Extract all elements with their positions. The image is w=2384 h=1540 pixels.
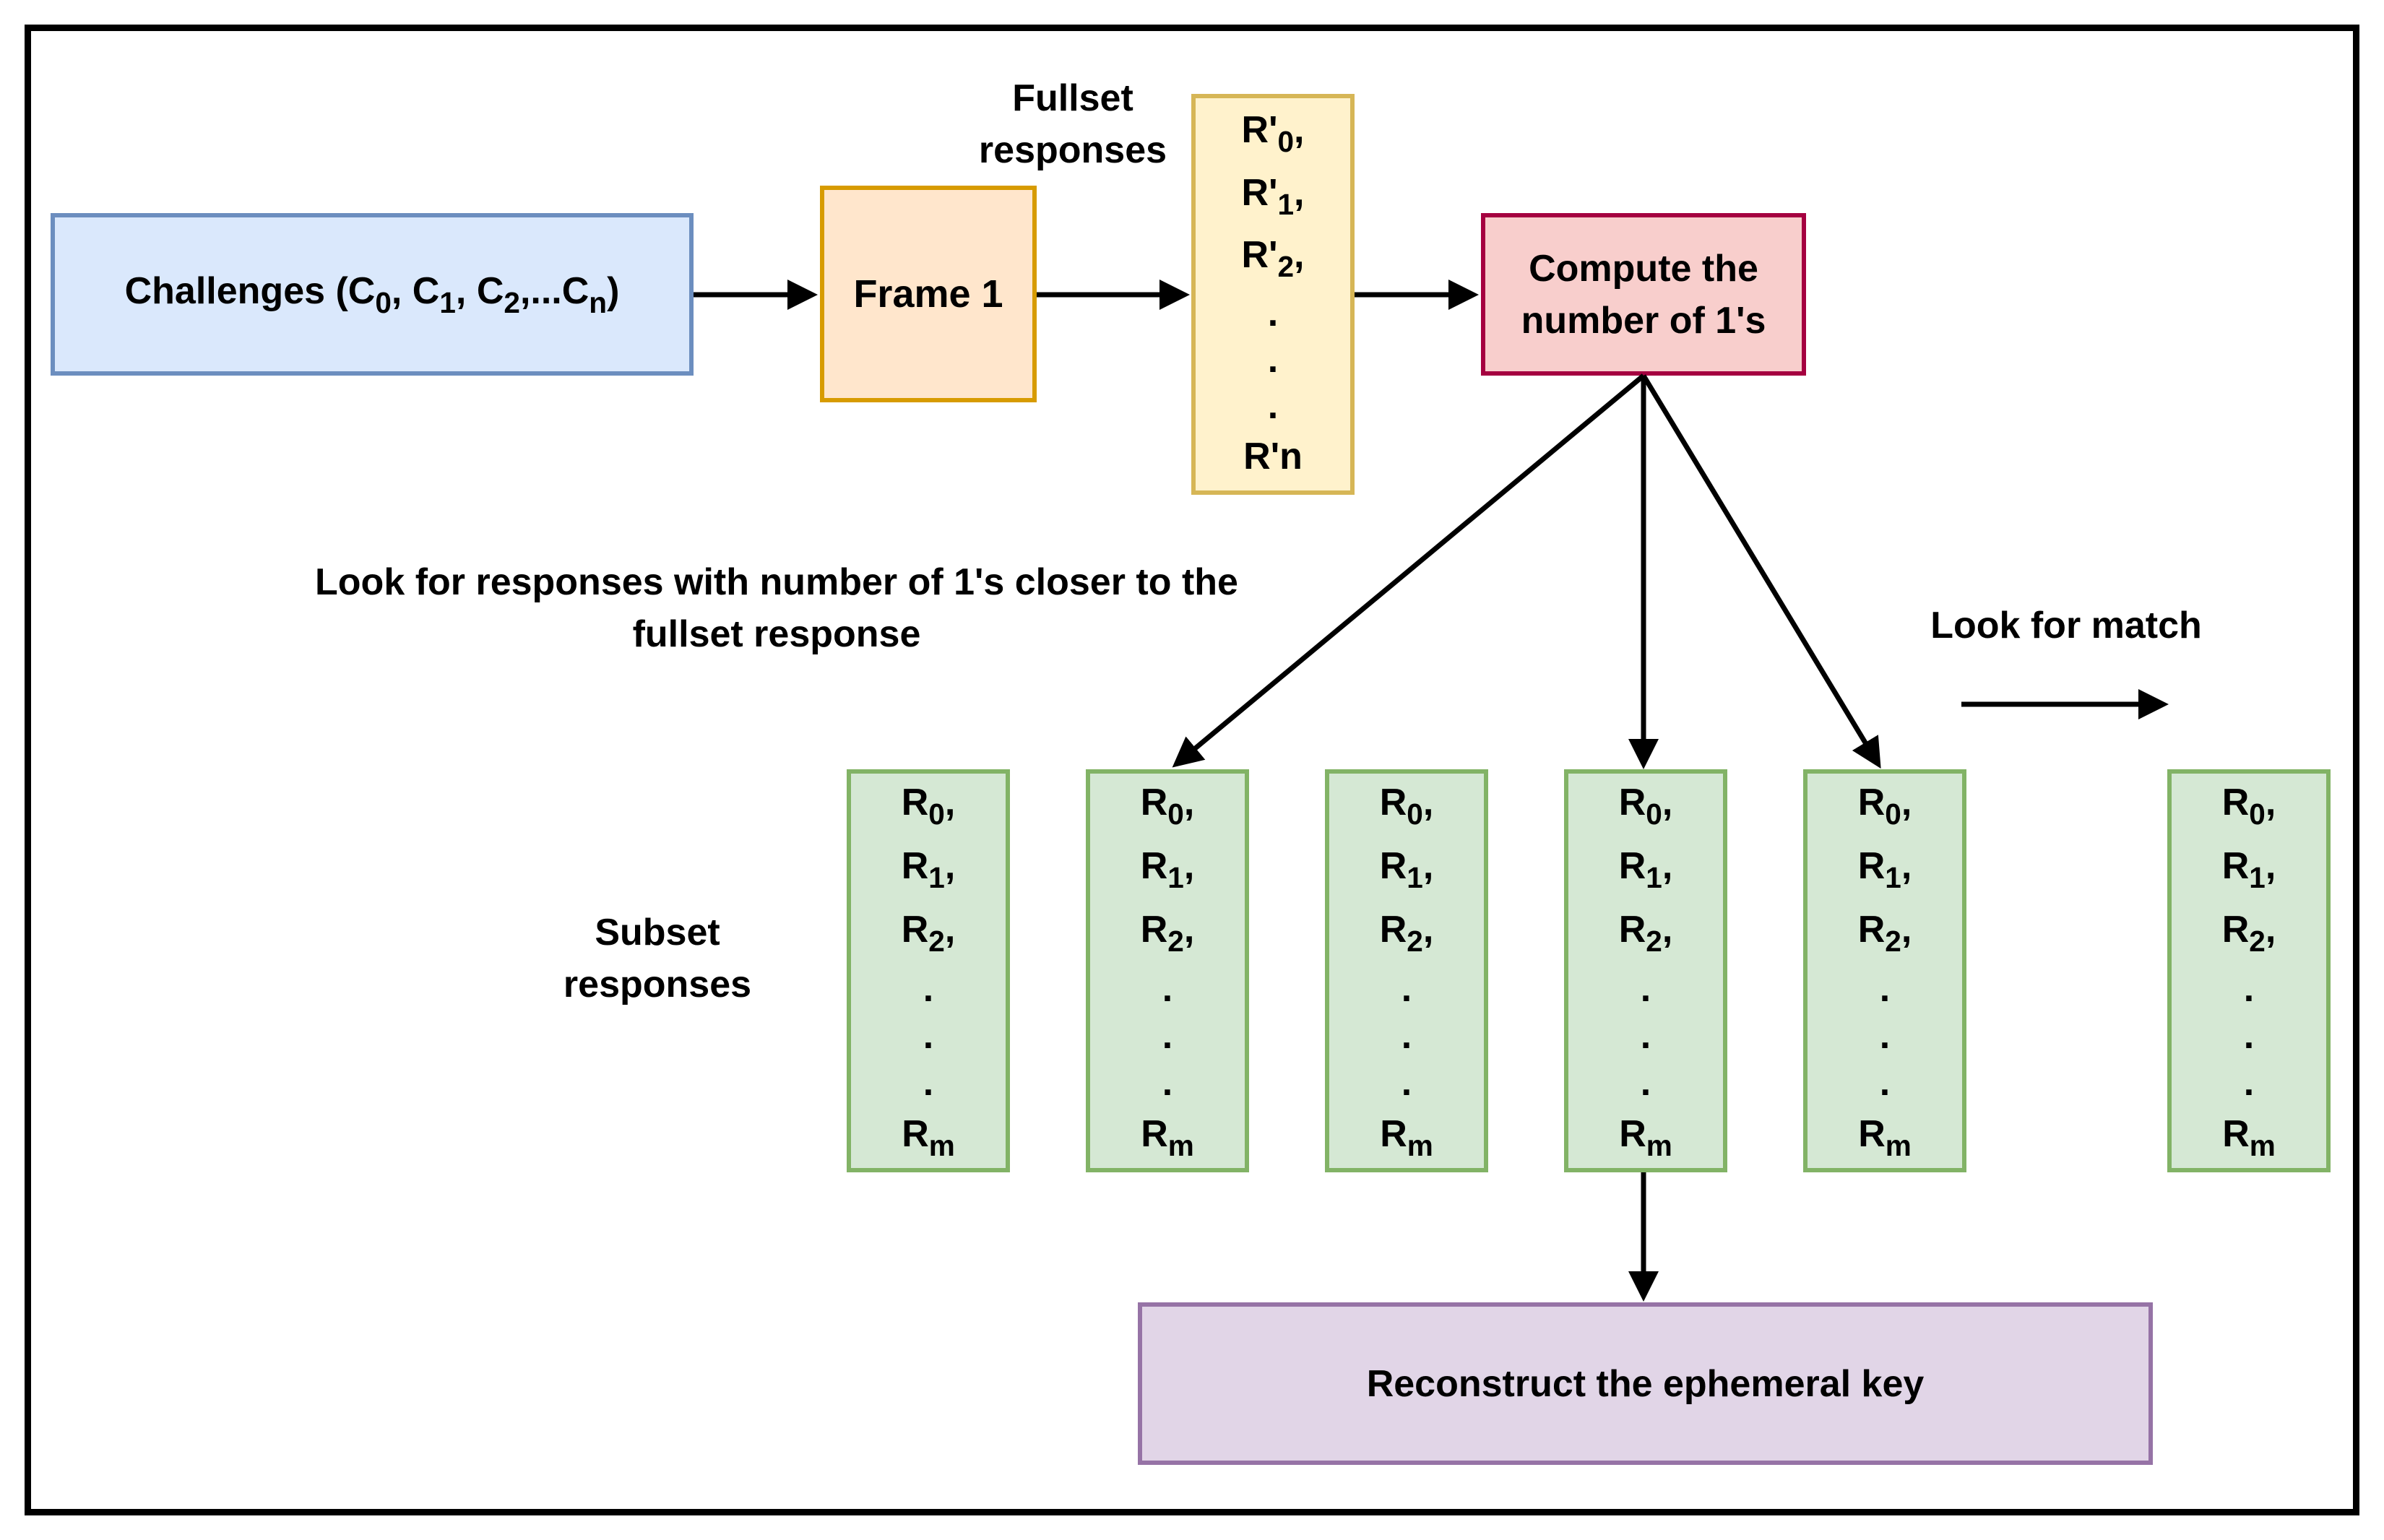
response-entry: Rm xyxy=(1858,1113,1912,1163)
subset-column-matched: R0, R1, R2,... Rm xyxy=(2167,769,2331,1172)
ellipsis-dot: . xyxy=(1267,339,1279,381)
response-entry: R'0, xyxy=(1241,109,1305,158)
subset-column-3: R0, R1, R2,... Rm xyxy=(1325,769,1488,1172)
response-entry: R'n xyxy=(1243,436,1303,478)
ellipsis-dot: . xyxy=(2243,1014,2255,1057)
challenges-text: Challenges (C0, C1, C2,...Cn) xyxy=(124,269,620,319)
response-entry: R1, xyxy=(901,844,956,894)
subset-column-5: R0, R1, R2,... Rm xyxy=(1803,769,1966,1172)
response-entry: R0, xyxy=(1140,782,1195,831)
response-entry: Rm xyxy=(2222,1113,2276,1163)
ellipsis-dot: . xyxy=(1162,1062,1173,1104)
response-entry: R'1, xyxy=(1241,171,1305,221)
response-entry: R2, xyxy=(1140,908,1195,958)
ellipsis-dot: . xyxy=(2243,1062,2255,1104)
response-entry: R2, xyxy=(1857,908,1912,958)
response-entry: R0, xyxy=(1857,782,1912,831)
subset-column-1: R0, R1, R2,... Rm xyxy=(847,769,1010,1172)
subset-column-4: R0, R1, R2,... Rm xyxy=(1564,769,1727,1172)
ellipsis-dot: . xyxy=(1401,1062,1412,1104)
response-entry: R0, xyxy=(1618,782,1673,831)
response-entry: R1, xyxy=(1379,844,1434,894)
ellipsis-dot: . xyxy=(1162,1014,1173,1057)
ellipsis-dot: . xyxy=(1267,293,1279,335)
ellipsis-dot: . xyxy=(923,1062,934,1104)
ellipsis-dot: . xyxy=(1879,1062,1891,1104)
response-entry: R1, xyxy=(1618,844,1673,894)
challenges-box: Challenges (C0, C1, C2,...Cn) xyxy=(51,213,694,376)
ellipsis-dot: . xyxy=(923,1014,934,1057)
response-entry: Rm xyxy=(1619,1113,1672,1163)
fullset-responses-column: R'0, R'1, R'2,... R'n xyxy=(1191,94,1355,495)
response-entry: Rm xyxy=(902,1113,955,1163)
response-entry: Rm xyxy=(1380,1113,1433,1163)
response-entry: R2, xyxy=(2221,908,2276,958)
response-entry: R0, xyxy=(901,782,956,831)
ellipsis-dot: . xyxy=(1267,385,1279,428)
ellipsis-dot: . xyxy=(1401,967,1412,1010)
ellipsis-dot: . xyxy=(1401,1014,1412,1057)
ellipsis-dot: . xyxy=(1640,967,1651,1010)
response-entry: R'2, xyxy=(1241,234,1305,284)
ellipsis-dot: . xyxy=(1879,1014,1891,1057)
response-entry: R2, xyxy=(901,908,956,958)
ellipsis-dot: . xyxy=(1640,1014,1651,1057)
ellipsis-dot: . xyxy=(1640,1062,1651,1104)
response-entry: R1, xyxy=(1140,844,1195,894)
response-entry: R2, xyxy=(1618,908,1673,958)
frame-1-box: Frame 1 xyxy=(820,186,1037,402)
ellipsis-dot: . xyxy=(1879,967,1891,1010)
frame-1-label: Frame 1 xyxy=(853,272,1003,316)
response-entry: R2, xyxy=(1379,908,1434,958)
ellipsis-dot: . xyxy=(2243,967,2255,1010)
response-entry: R0, xyxy=(2221,782,2276,831)
look-for-responses-label: Look for responses with number of 1's cl… xyxy=(315,561,1238,655)
reconstruct-key-label: Reconstruct the ephemeral key xyxy=(1366,1362,1925,1405)
response-entry: R1, xyxy=(1857,844,1912,894)
ellipsis-dot: . xyxy=(923,967,934,1010)
reconstruct-key-box: Reconstruct the ephemeral key xyxy=(1138,1302,2153,1465)
response-entry: R1, xyxy=(2221,844,2276,894)
look-for-match-label: Look for match xyxy=(1930,605,2202,646)
response-entry: R0, xyxy=(1379,782,1434,831)
ellipsis-dot: . xyxy=(1162,967,1173,1010)
response-entry: Rm xyxy=(1141,1113,1194,1163)
subset-column-2: R0, R1, R2,... Rm xyxy=(1086,769,1249,1172)
